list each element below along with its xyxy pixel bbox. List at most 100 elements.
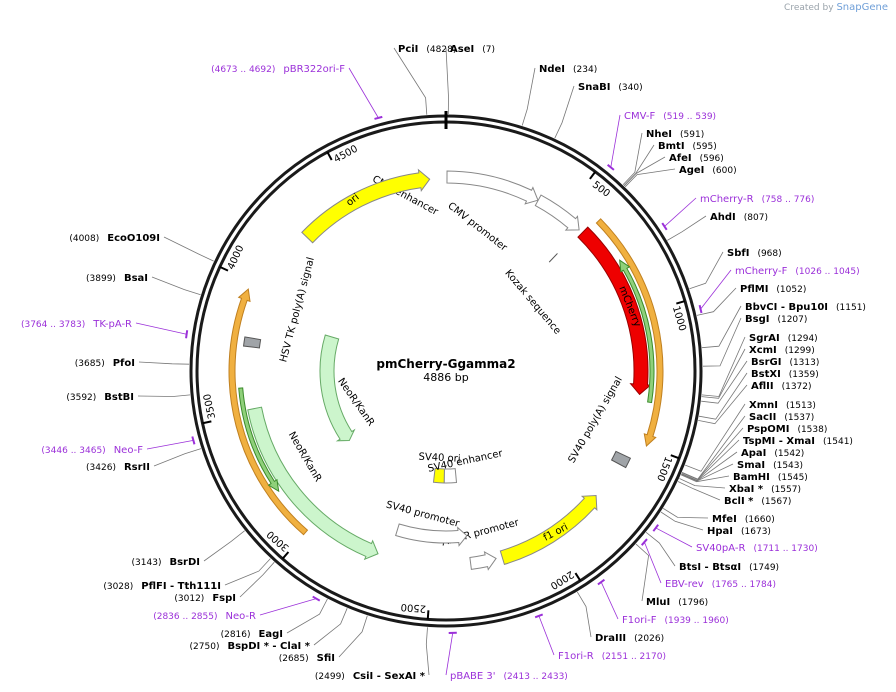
site-leader [677, 481, 721, 501]
restriction-site[interactable]: (3028)PflFI - Tth111I [103, 581, 221, 592]
restriction-site[interactable]: (3426)RsrII [86, 462, 150, 473]
site-position: (3899) [86, 274, 116, 284]
site-position: (1313) [789, 358, 819, 368]
restriction-site[interactable]: NheI(591) [646, 129, 704, 140]
primer-position: (1026 .. 1045) [795, 267, 859, 277]
site-name: SgrAI [749, 333, 780, 344]
restriction-site[interactable]: (2816)EagI [221, 629, 283, 640]
primer[interactable]: CMV-F(519 .. 539) [624, 111, 716, 122]
site-name: AfeI [669, 153, 692, 164]
primer[interactable]: (3446 .. 3465)Neo-F [41, 445, 143, 456]
primer[interactable]: pBABE 3' (2413 .. 2433) [450, 671, 568, 682]
primer-position: (2836 .. 2855) [153, 612, 217, 622]
restriction-site[interactable]: AfeI(596) [669, 153, 724, 164]
primer-position: (4673 .. 4692) [211, 65, 275, 75]
restriction-site[interactable]: SmaI(1543) [737, 460, 803, 471]
restriction-site[interactable]: SbfI(968) [727, 248, 782, 259]
primer-leader [610, 114, 621, 168]
primer[interactable]: SV40pA-R(1711 .. 1730) [696, 543, 818, 554]
restriction-site[interactable]: SacII(1537) [749, 412, 814, 423]
restriction-site[interactable]: (3685)PfoI [75, 358, 135, 369]
restriction-site[interactable]: XbaI *(1557) [729, 484, 801, 495]
primer-name: F1ori-F [622, 615, 657, 626]
restriction-site[interactable]: BclI *(1567) [724, 496, 791, 507]
restriction-site[interactable]: BtsI - BtsαI(1749) [679, 562, 779, 573]
primer[interactable]: mCherry-F (1026 .. 1045) [735, 266, 860, 277]
restriction-site[interactable]: (3012)FspI [174, 593, 236, 604]
restriction-site[interactable]: PflMI(1052) [740, 284, 806, 295]
cmv-enhancer-arrow [446, 170, 539, 205]
restriction-site[interactable]: HpaI(1673) [707, 526, 771, 537]
restriction-site[interactable]: MluI(1796) [646, 597, 708, 608]
restriction-site[interactable]: BsrGI(1313) [751, 357, 819, 368]
primer-leader [259, 598, 317, 616]
primer[interactable]: (3764 .. 3783)TK-pA-R [21, 319, 132, 330]
restriction-site[interactable]: (3143)BsrDI [132, 557, 200, 568]
feature-label: Kozak sequence [502, 268, 562, 337]
primer[interactable]: (2836 .. 2855)Neo-R [153, 611, 256, 622]
site-position: (1052) [776, 285, 806, 295]
restriction-site[interactable]: (2685)SfiI [279, 653, 335, 664]
site-position: (1557) [771, 485, 801, 495]
restriction-site[interactable]: XmnI(1513) [749, 400, 816, 411]
site-position: (1513) [786, 401, 816, 411]
restriction-site[interactable]: (3592)BstBI [66, 392, 134, 403]
primer[interactable]: F1ori-R(2151 .. 2170) [558, 651, 666, 662]
site-name: PspOMI [747, 424, 789, 435]
site-name: AgeI [679, 165, 704, 176]
site-leader [681, 415, 746, 480]
primer-mark [652, 524, 659, 532]
site-leader [624, 168, 676, 188]
restriction-site[interactable]: PspOMI(1538) [747, 424, 827, 435]
site-position: (340) [618, 83, 642, 93]
site-leader [680, 474, 730, 483]
restriction-site[interactable]: AhdI (807) [710, 212, 768, 223]
restriction-site[interactable]: (3899)BsaI [86, 273, 148, 284]
primer[interactable]: EBV-rev(1765 .. 1784) [665, 579, 776, 590]
site-position: (807) [744, 213, 768, 223]
primer-name: SV40pA-R [696, 543, 745, 554]
primer[interactable]: (4673 .. 4692)pBR322ori-F [211, 64, 345, 75]
primer-position: (2413 .. 2433) [504, 672, 568, 682]
sv40-ori-box [432, 467, 445, 484]
site-position: (3028) [103, 582, 133, 592]
orange-track-right [595, 218, 664, 448]
restriction-site[interactable]: ApaI(1542) [741, 448, 804, 459]
primer-position: (3764 .. 3783) [21, 320, 85, 330]
site-name: BtsI - BtsαI [679, 562, 741, 573]
restriction-site[interactable]: AflII(1372) [751, 381, 812, 392]
site-position: (1796) [678, 598, 708, 608]
restriction-site[interactable]: BmtI(595) [658, 141, 717, 152]
restriction-site[interactable]: SgrAI(1294) [749, 333, 818, 344]
f1-ori-arrow [499, 494, 598, 566]
primer-leader [135, 322, 187, 335]
restriction-site[interactable]: BamHI(1545) [733, 472, 808, 483]
site-leader [681, 463, 734, 482]
primer[interactable]: mCherry-R(758 .. 776) [700, 194, 814, 205]
primer[interactable]: F1ori-F(1939 .. 1960) [622, 615, 729, 626]
restriction-site[interactable]: TspMI - XmaI(1541) [743, 436, 853, 447]
restriction-site[interactable]: AgeI(600) [679, 165, 737, 176]
site-position: (1359) [789, 370, 819, 380]
primer-name: mCherry-F [735, 266, 788, 277]
primer-name: pBABE 3' [450, 671, 496, 682]
restriction-site[interactable]: AseI(7) [450, 44, 495, 55]
restriction-site[interactable]: BstXI(1359) [751, 369, 819, 380]
restriction-site[interactable]: (4008)EcoO109I [69, 233, 160, 244]
restriction-site[interactable]: MfeI(1660) [712, 514, 775, 525]
primer-mark [534, 613, 544, 619]
site-name: AhdI [710, 212, 736, 223]
restriction-site[interactable]: BsgI(1207) [745, 314, 807, 325]
site-position: (4008) [69, 234, 99, 244]
restriction-site[interactable]: NdeI(234) [539, 64, 597, 75]
restriction-site[interactable]: (2499)CsiI - SexAI * [315, 671, 426, 682]
restriction-site[interactable]: PciI(4828) [398, 44, 456, 55]
restriction-site[interactable]: SnaBI(340) [578, 82, 643, 93]
restriction-site[interactable]: XcmI(1299) [749, 345, 815, 356]
restriction-site[interactable]: (2750)BspDI * - ClaI * [190, 641, 311, 652]
site-leader [701, 348, 746, 399]
restriction-site[interactable]: DraIII(2026) [595, 633, 664, 644]
primer-mark [374, 115, 383, 120]
restriction-site[interactable]: BbvCI - Bpu10I(1151) [745, 302, 866, 313]
plasmid-name: pmCherry-Ggamma2 [376, 357, 515, 371]
